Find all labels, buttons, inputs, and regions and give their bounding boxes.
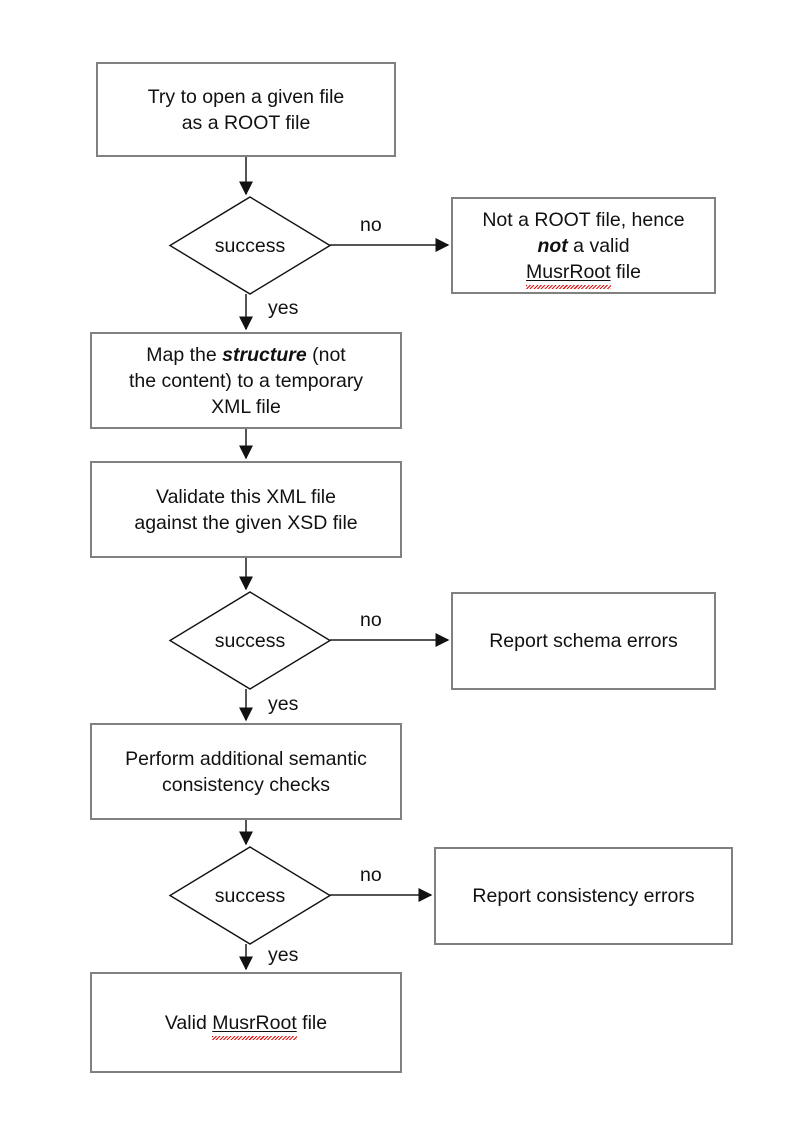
node-report-schema-errors: Report schema errors [451, 592, 716, 690]
node-success-3: success [170, 847, 330, 944]
node-success-1: success [170, 197, 330, 294]
node-report-consistency-errors-label: Report consistency errors [472, 885, 695, 907]
edge-label-no-3: no [360, 864, 382, 886]
node-success-1-label: success [214, 234, 286, 257]
node-success-2: success [170, 592, 330, 689]
emphasis-structure: structure [222, 343, 307, 366]
spellcheck-word-musrroot: MusrRoot [526, 260, 611, 283]
emphasis-not: not [537, 234, 568, 257]
node-success-2-label: success [214, 629, 286, 652]
node-report-schema-errors-label: Report schema errors [489, 630, 678, 652]
node-valid-musrroot-label: Valid MusrRoot file [164, 1011, 328, 1034]
spellcheck-word-musrroot-2: MusrRoot [212, 1011, 297, 1034]
edge-label-yes-1: yes [268, 297, 299, 319]
edge-label-yes-3: yes [268, 944, 299, 966]
node-report-consistency-errors: Report consistency errors [434, 847, 733, 945]
edge-label-yes-2: yes [268, 693, 299, 715]
edge-label-no-1: no [360, 214, 382, 236]
node-valid-musrroot: Valid MusrRoot file [90, 972, 402, 1073]
node-success-3-label: success [214, 884, 286, 907]
edge-label-no-2: no [360, 609, 382, 631]
